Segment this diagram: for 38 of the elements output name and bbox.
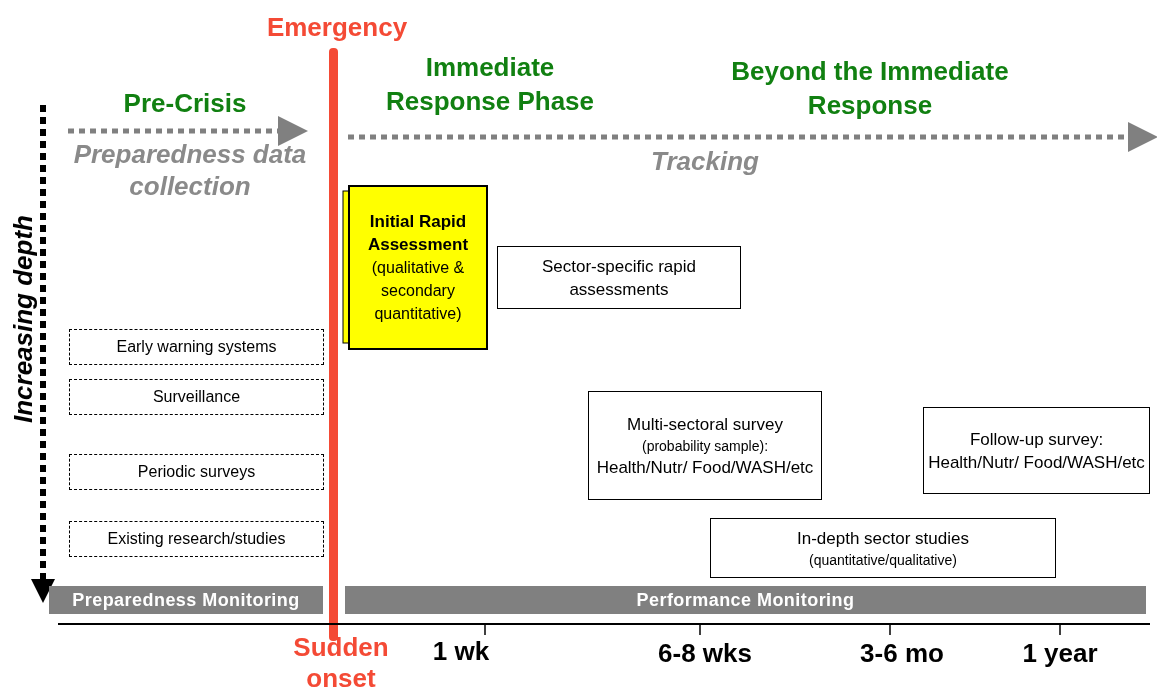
box-text: Multi-sectoral survey [627, 413, 783, 436]
box-text: Early warning systems [116, 337, 277, 357]
box-text: Periodic surveys [137, 462, 256, 482]
arrow-caption: Tracking [650, 145, 760, 178]
box-text: Preparedness Monitoring [72, 588, 300, 612]
assessment-box [588, 391, 822, 500]
box-text: Performance Monitoring [636, 588, 855, 612]
monitoring-bar [49, 586, 323, 614]
data-source-box [69, 379, 324, 415]
box-text: Surveillance [152, 387, 241, 407]
box-text: Follow-up survey: Health/Nutr/ Food/WASH/etc [928, 428, 1145, 474]
box-text: (qualitative & secondary quantitative) [370, 258, 466, 324]
axis-title: Increasing depth [8, 215, 38, 424]
onset-label: Sudden onset [292, 632, 390, 694]
phase-heading: Immediate Response Phase [384, 51, 596, 118]
time-tick-label: 6-8 wks [657, 637, 753, 670]
time-tick-label: 1 wk [431, 635, 491, 668]
assessment-box [497, 246, 741, 309]
data-source-box [69, 454, 324, 490]
data-source-box [69, 521, 324, 557]
time-tick-label: 3-6 mo [859, 637, 945, 670]
assessment-box [348, 185, 488, 350]
phase-heading: Pre-Crisis [122, 87, 248, 120]
arrow-caption: Preparedness data collection [72, 138, 308, 202]
box-text: Existing research/studies [107, 529, 286, 549]
assessment-box [923, 407, 1150, 494]
box-text: In-depth sector studies [797, 527, 969, 550]
box-text: Health/Nutr/ Food/WASH/etc [596, 456, 814, 479]
box-text: (probability sample): [641, 436, 769, 456]
box-text: Sector-specific rapid assessments [541, 255, 697, 301]
box-text: Initial Rapid Assessment [366, 211, 470, 256]
phase-heading: Beyond the Immediate Response [730, 55, 1010, 122]
data-source-box [69, 329, 324, 365]
time-tick-label: 1 year [1021, 637, 1099, 670]
box-text: (quantitative/qualitative) [809, 550, 957, 570]
monitoring-bar [345, 586, 1146, 614]
phase-heading: Emergency [265, 11, 409, 44]
assessment-box [710, 518, 1056, 578]
